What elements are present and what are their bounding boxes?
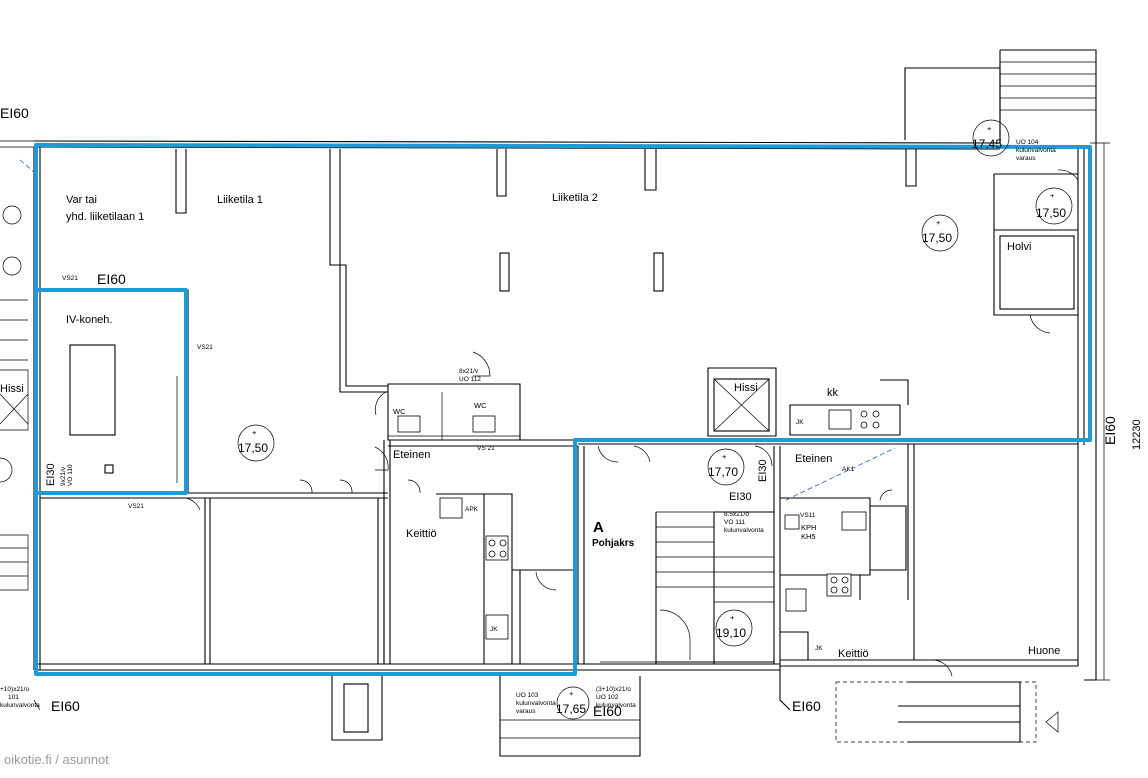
door-code: UO 102 (596, 694, 619, 701)
room-hissi: Hissi (734, 382, 758, 394)
room-liiketila-2: Liiketila 2 (552, 192, 598, 204)
fire-label: EI30 (757, 459, 769, 482)
door-code: kulunvalvonta (516, 700, 556, 707)
svg-text:+: + (722, 452, 727, 461)
level-value: 17,45 (972, 137, 1002, 151)
door-code: AK1 (842, 466, 855, 473)
fire-label: EI60 (97, 271, 126, 287)
room-keittio-1: Keittiö (406, 528, 437, 540)
level-value: 19,10 (716, 626, 746, 640)
door-code: 8.5x21/o (724, 511, 749, 518)
level-value: 17,70 (708, 465, 738, 479)
door-codes: UO 104 kulunvalvonta varaus 8x21/v UO 11… (0, 139, 1056, 715)
room-pohjakrs: Pohjakrs (592, 538, 635, 549)
room-keittio-2: Keittiö (838, 648, 869, 660)
room-wc-1: WC (393, 407, 406, 416)
svg-text:+: + (730, 613, 735, 622)
room-hissi-left: Hissi (0, 383, 24, 395)
fire-label: EI60 (792, 698, 821, 714)
door-code: 9x21/v (60, 466, 67, 486)
level-marker: + 17,50 (237, 424, 275, 462)
door-code: VS11 (800, 512, 816, 519)
door-code: VO 111 (724, 519, 745, 526)
room-iv-koneh: IV-koneh. (66, 314, 112, 326)
level-value: 17,50 (922, 231, 952, 245)
door-code: 101 (8, 694, 19, 701)
svg-text:+: + (252, 428, 257, 437)
svg-text:+: + (569, 689, 574, 698)
fire-label: EI60 (593, 703, 622, 719)
room-liiketila-1: Liiketila 1 (217, 194, 263, 206)
level-marker: + 17,45 (972, 119, 1010, 157)
door-code: UO 112 (459, 376, 481, 383)
watermark: oikotie.fi / asunnot (4, 752, 109, 767)
room-kph: KPH (801, 523, 816, 532)
door-code: VS21 (62, 275, 78, 282)
room-var-line2: yhd. liiketilaan 1 (66, 211, 144, 223)
room-holvi: Holvi (1007, 241, 1031, 253)
fixture-jk-3: JK (815, 645, 823, 652)
door-code: UO 103 (516, 692, 539, 699)
room-eteinen-2: Eteinen (795, 453, 832, 465)
dimension-label: 12230 (1131, 419, 1143, 450)
door-code: kulunvalvonta (724, 527, 764, 534)
room-wc-2: WC (474, 401, 487, 410)
door-code: kulunvalvonta (0, 702, 40, 709)
fixture-apk: APK (465, 506, 479, 513)
svg-text:+: + (1050, 191, 1055, 200)
level-marker: + 17,65 (556, 686, 590, 720)
level-marker: + 17,50 (1035, 187, 1073, 225)
door-code: 8x21/v (459, 368, 479, 375)
level-value: 17,65 (556, 702, 586, 716)
level-marker: + 17,50 (921, 214, 959, 252)
premises-boundary (34, 143, 1092, 676)
level-value: 17,50 (238, 441, 268, 455)
door-code: VS 21 (477, 445, 495, 452)
room-kk: kk (827, 387, 839, 399)
fire-label: EI60 (1102, 416, 1118, 445)
level-markers: + 17,45 + 17,50 + 17,50 + 17,50 + 17,70 … (237, 119, 1073, 720)
door-code: UO 104 (1016, 139, 1039, 146)
level-value: 17,50 (1036, 206, 1066, 220)
fire-label: EI30 (729, 491, 752, 503)
door-code: kulunvalvonta (1016, 147, 1056, 154)
fire-label: EI60 (0, 105, 29, 121)
room-kh5: KH5 (801, 532, 816, 541)
door-code: kulunvalvonta (596, 702, 636, 709)
fire-label: EI30 (45, 463, 57, 486)
room-huone: Huone (1028, 645, 1060, 657)
door-code: VS21 (128, 503, 144, 510)
door-code: varaus (1016, 155, 1036, 162)
door-code: varaus (516, 708, 536, 715)
svg-text:+: + (987, 124, 992, 133)
fire-class-labels: EI60 EI60 EI60 EI60 EI60 EI60 EI30 EI30 … (0, 105, 1118, 719)
svg-text:+: + (936, 218, 941, 227)
fixture-jk-2: JK (796, 419, 804, 426)
fire-label: EI60 (51, 698, 80, 714)
door-code: VO 110 (67, 464, 74, 486)
room-eteinen-1: Eteinen (393, 449, 430, 461)
door-code: +10)x21/o (0, 686, 29, 693)
building-walls (0, 49, 1110, 757)
door-code: (3+10)x21/o (596, 686, 631, 693)
level-marker: + 17,70 (707, 448, 745, 486)
stair-a-letter: A (593, 519, 604, 536)
room-labels: Var tai yhd. liiketilaan 1 Liiketila 1 L… (0, 192, 1060, 660)
room-var-line1: Var tai (66, 194, 97, 206)
level-marker: + 19,10 (715, 609, 753, 647)
door-code: VS21 (197, 344, 213, 351)
fixture-jk-1: JK (490, 626, 498, 633)
